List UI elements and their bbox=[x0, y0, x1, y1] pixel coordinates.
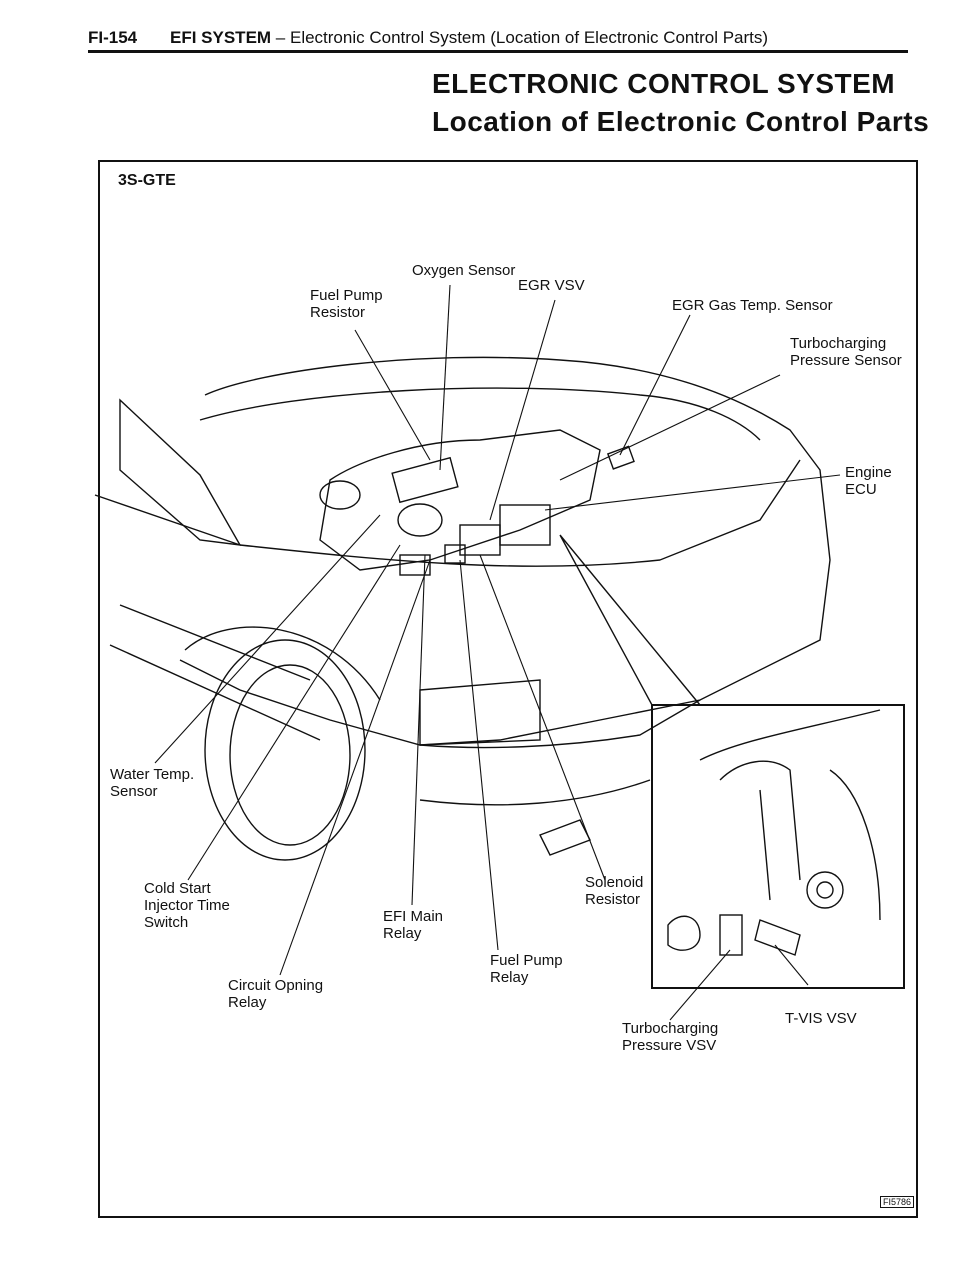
exhaust-pipe bbox=[539, 819, 591, 856]
label-egr-vsv: EGR VSV bbox=[518, 277, 585, 294]
car-body bbox=[179, 356, 831, 746]
rear-wheel-rim bbox=[229, 664, 351, 846]
label-turbocharging-pressure-sensor: Turbocharging Pressure Sensor bbox=[790, 335, 902, 369]
label-solenoid-resistor: Solenoid Resistor bbox=[585, 874, 644, 908]
label-engine-ecu: Engine ECU bbox=[845, 464, 892, 498]
rear-bumper bbox=[419, 699, 701, 806]
trunk-lid bbox=[239, 459, 801, 567]
page-title: ELECTRONIC CONTROL SYSTEM bbox=[432, 68, 896, 99]
label-oxygen-sensor: Oxygen Sensor bbox=[412, 262, 516, 279]
section-subtitle: – Electronic Control System (Location of… bbox=[271, 28, 769, 47]
section-name: EFI SYSTEM bbox=[170, 28, 272, 47]
label-egr-gas-temp-sensor: EGR Gas Temp. Sensor bbox=[672, 297, 833, 314]
figure-frame bbox=[98, 160, 918, 1218]
rear-deck bbox=[199, 387, 761, 441]
label-circuit-opening-relay: Circuit Opning Relay bbox=[228, 977, 324, 1011]
label-turbocharging-pressure-vsv: Turbocharging Pressure VSV bbox=[622, 1020, 719, 1054]
inset-callout bbox=[559, 534, 701, 706]
tvis-detail bbox=[667, 709, 881, 956]
page-header: EFI SYSTEM – Electronic Control System (… bbox=[170, 28, 768, 48]
label-fuel-pump-relay: Fuel Pump Relay bbox=[490, 952, 563, 986]
label-t-vis-vsv: T-VIS VSV bbox=[785, 1010, 857, 1027]
leader-lines bbox=[154, 284, 841, 1021]
figure-code: FI5786 bbox=[879, 1196, 914, 1208]
label-efi-main-relay: EFI Main Relay bbox=[383, 908, 444, 942]
label-water-temp-sensor: Water Temp. Sensor bbox=[110, 766, 195, 800]
rear-wheel bbox=[204, 639, 366, 861]
header-rule bbox=[88, 50, 908, 53]
label-cold-start-injector-time-switch: Cold Start Injector Time Switch bbox=[144, 880, 230, 931]
tail-light bbox=[419, 679, 541, 746]
engine-model: 3S-GTE bbox=[118, 172, 176, 189]
rear-window bbox=[119, 398, 242, 546]
wheel-arch bbox=[184, 626, 381, 701]
tvis-detail-box bbox=[651, 704, 905, 989]
body-side bbox=[94, 494, 321, 741]
page-subtitle: Location of Electronic Control Parts bbox=[432, 106, 930, 137]
engine-cluster bbox=[319, 429, 635, 576]
page-code: FI-154 bbox=[88, 28, 138, 47]
label-fuel-pump-resistor: Fuel Pump Resistor bbox=[310, 287, 383, 321]
